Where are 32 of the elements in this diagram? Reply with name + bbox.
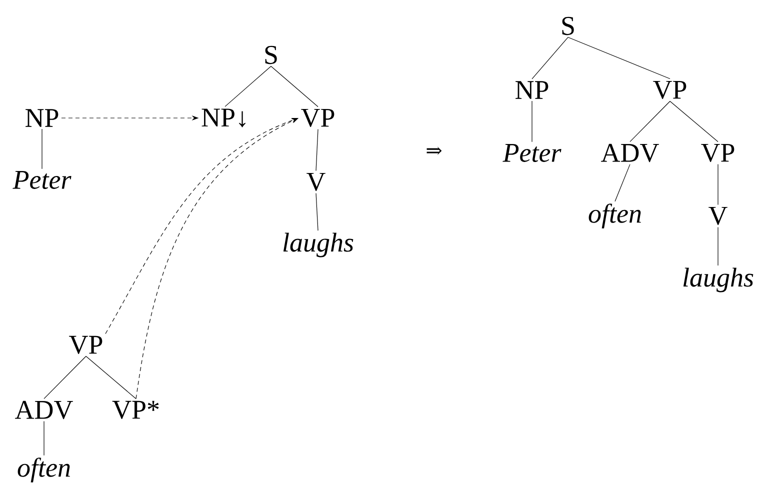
category-label: ADV [15,400,73,420]
category-label: V [306,172,326,192]
category-label: S [562,16,574,36]
category-label: NP↓ [202,108,246,128]
category-label: VP [69,336,102,354]
tree-branch [316,128,318,172]
word-label: laughs [683,268,754,292]
word-label: often [588,204,641,228]
word-label: laughs [283,232,354,258]
tree-branch [630,100,670,142]
tree-branch [568,36,670,80]
category-label: NP [26,109,58,127]
tree-branch [44,356,86,399]
category-label: VP [701,144,734,162]
tree-branch [270,66,318,108]
word-label: often [18,458,70,482]
word-label: Peter [12,171,72,189]
category-label: VP* [112,400,159,420]
category-label: V [708,206,728,226]
tree-branch [532,36,568,80]
tree-branch [224,66,272,107]
category-label: VP [301,108,334,128]
tree-branch [316,192,318,231]
word-label: Peter [502,144,562,162]
implies-symbol: ⇒ [426,146,442,155]
category-label: ADV [601,144,659,162]
tree-branch [86,356,136,400]
tree-branch [670,100,718,142]
tree-branch [614,164,630,202]
category-label: S [265,46,277,64]
category-label: VP [653,80,686,100]
category-label: NP [516,81,548,99]
